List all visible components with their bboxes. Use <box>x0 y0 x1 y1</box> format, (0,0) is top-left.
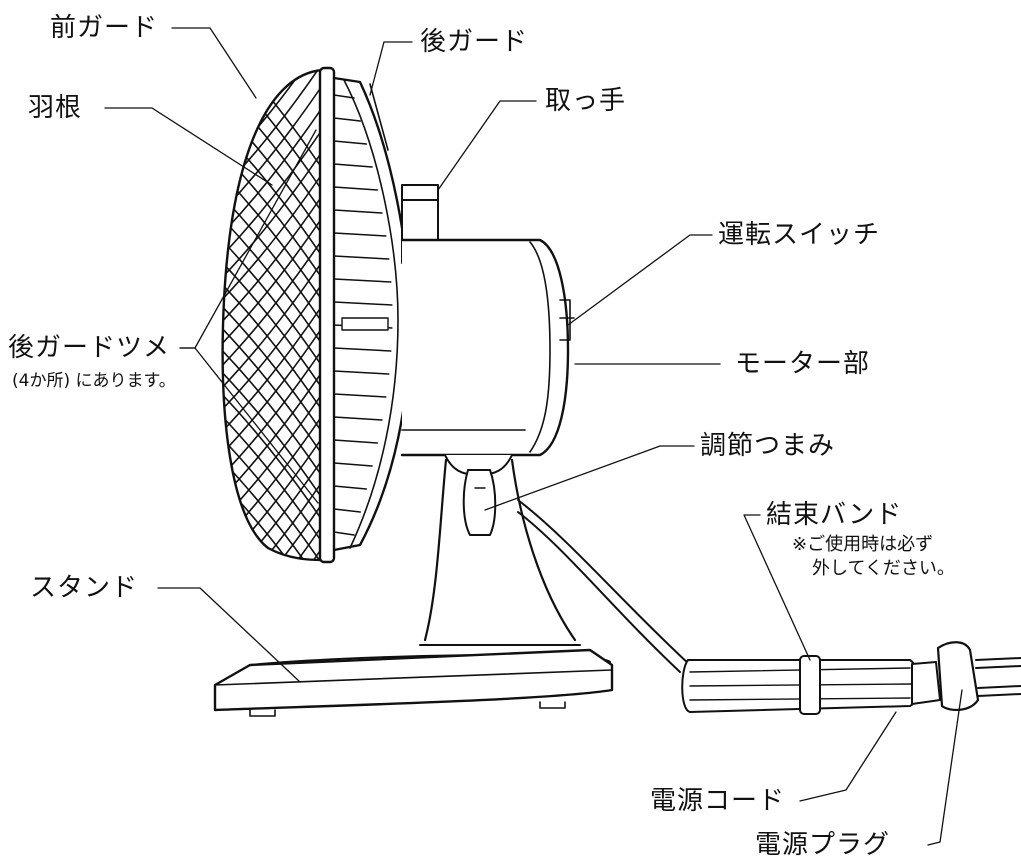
leader-lines <box>104 27 963 846</box>
rear-rib <box>333 278 392 283</box>
mesh-strand <box>222 535 322 560</box>
front-guard-outline <box>221 68 324 562</box>
rear-rib <box>333 393 387 398</box>
mesh-strand <box>222 425 322 560</box>
mesh-strand <box>222 205 322 357</box>
guard-rim <box>318 66 336 564</box>
rear-rib <box>333 301 393 306</box>
power-cord-label: 電源コード <box>650 786 786 816</box>
handle-label: 取っ手 <box>545 86 627 116</box>
rear-rib <box>333 255 390 260</box>
mesh-strand <box>222 337 322 489</box>
rear-guard-claw-label: 後ガードツメ <box>8 333 171 363</box>
mesh-strand <box>222 491 322 560</box>
rear-rib <box>333 186 379 191</box>
rear-rib <box>333 140 368 145</box>
rear-rib <box>333 439 379 444</box>
rear-rib <box>333 209 383 214</box>
rear-rib <box>333 117 362 122</box>
binding-band-note-2: 外してください。 <box>812 558 955 579</box>
rear-guard-claw-note: (4か所) にあります。 <box>12 371 176 391</box>
mesh-strand <box>222 70 322 203</box>
mesh-strand <box>222 227 322 379</box>
rear-guard-label: 後ガード <box>420 27 529 57</box>
rear-guard <box>332 76 412 552</box>
stand-label: スタンド <box>30 573 139 603</box>
power-plug-label: 電源プラグ <box>755 830 891 860</box>
rear-rib <box>333 370 390 375</box>
binding-band-label: 結束バンド <box>766 500 903 530</box>
front-guard-label: 前ガード <box>50 13 159 43</box>
front-guard-mesh <box>222 70 322 560</box>
rear-rib <box>333 416 383 421</box>
mesh-strand <box>222 447 322 560</box>
rear-rib <box>333 232 387 237</box>
rear-rib <box>333 531 355 536</box>
rear-rib <box>333 347 392 352</box>
blade-label: 羽根 <box>28 93 83 123</box>
rear-rib <box>333 485 368 490</box>
run-switch-label: 運転スイッチ <box>718 220 881 250</box>
rear-rib <box>333 462 373 467</box>
mesh-strand <box>222 359 322 511</box>
stand-body <box>213 454 614 717</box>
adjust-knob-label: 調節つまみ <box>700 431 836 461</box>
power-cord-art <box>517 499 1021 715</box>
rear-rib <box>333 163 373 168</box>
mesh-strand <box>222 513 322 560</box>
binding-band-note-1: ※ご使用時は必ず <box>792 534 934 555</box>
motor-housing <box>341 184 575 457</box>
rear-rib <box>333 508 362 513</box>
rear-rib <box>333 94 355 99</box>
motor-label: モーター部 <box>735 349 871 379</box>
mesh-strand <box>222 315 322 467</box>
